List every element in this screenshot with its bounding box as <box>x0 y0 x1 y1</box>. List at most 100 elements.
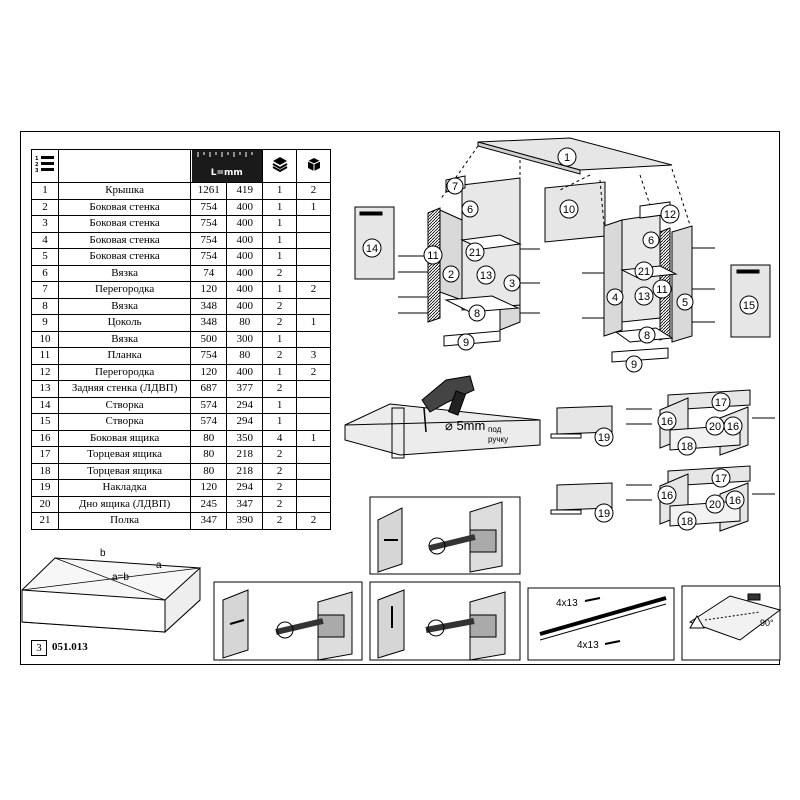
part-length: 348 <box>190 314 228 332</box>
svg-text:16: 16 <box>661 490 673 502</box>
svg-text:3: 3 <box>35 168 39 174</box>
callout-13-right: 13 <box>634 286 654 306</box>
part-name: Боковая стенка <box>57 198 192 216</box>
exploded-assembly-diagram <box>354 137 771 363</box>
layers-icon <box>262 149 298 183</box>
callout-21-right: 21 <box>634 261 654 281</box>
ruler-icon: L=mm <box>190 149 264 183</box>
svg-text:2: 2 <box>448 269 454 281</box>
part-name: Задняя стенка (ЛДВП) <box>57 380 192 398</box>
part-group: 2 <box>296 512 331 530</box>
part-bottom-8 <box>444 295 520 313</box>
svg-text:13: 13 <box>638 291 650 303</box>
svg-text:10: 10 <box>563 204 575 216</box>
part-width: 300 <box>226 330 264 348</box>
part-name: Планка <box>57 347 192 365</box>
part-length: 687 <box>190 380 228 398</box>
svg-text:20: 20 <box>709 499 721 511</box>
drawer-assembly-diagrams: 17 16 20 16 18 17 16 20 16 18 <box>626 389 775 532</box>
svg-text:7: 7 <box>452 181 458 193</box>
part-length: 754 <box>190 231 228 249</box>
part-qty: 2 <box>262 512 298 530</box>
screw-icon <box>584 597 601 602</box>
part-width: 400 <box>226 297 264 315</box>
callout-15: 15 <box>739 295 759 315</box>
svg-text:17: 17 <box>715 397 727 409</box>
hinge-depth-adjust-panel <box>369 496 521 575</box>
diag-label-eq: a=b <box>112 572 129 583</box>
callout-14: 14 <box>362 238 382 258</box>
callout-17-bottom: 17 <box>711 468 731 488</box>
svg-text:9: 9 <box>463 337 469 349</box>
angle-label: 90° <box>760 618 774 628</box>
part-width: 400 <box>226 198 264 216</box>
dims-label: L=mm <box>210 168 243 178</box>
callout-6-left: 6 <box>461 200 479 218</box>
svg-text:11: 11 <box>656 284 667 296</box>
part-width: 218 <box>226 462 264 480</box>
callout-6-right: 6 <box>642 231 660 249</box>
callout-18-bottom: 18 <box>677 511 697 531</box>
hinge-height-adjust-panel <box>369 581 521 661</box>
svg-text:12: 12 <box>664 209 676 221</box>
part-width: 294 <box>226 396 264 414</box>
part-length: 1261 <box>190 182 228 200</box>
part-side-wall-2 <box>439 209 463 301</box>
diagonal-check-diagram: b a a=b <box>21 548 201 634</box>
svg-text:8: 8 <box>644 330 650 342</box>
callout-3: 3 <box>503 274 521 292</box>
svg-text:16: 16 <box>661 416 673 428</box>
part-number-callouts: 1 7 6 10 12 6 14 11 21 2 13 3 8 9 21 11 … <box>362 147 759 373</box>
callout-5: 5 <box>676 293 694 311</box>
callout-17-top: 17 <box>711 392 731 412</box>
callout-8-left: 8 <box>468 304 486 322</box>
handle-mount-diagrams: 19 19 <box>550 405 614 523</box>
svg-text:15: 15 <box>743 300 755 312</box>
drill-icon <box>421 375 475 413</box>
instruction-sheet-frame <box>20 131 780 665</box>
svg-text:19: 19 <box>598 508 610 520</box>
svg-text:1: 1 <box>564 152 570 164</box>
callout-19-top: 19 <box>594 427 614 447</box>
diag-label-a: a <box>156 560 162 571</box>
part-side-wall-5 <box>671 225 693 343</box>
part-plinth-9-right <box>611 347 669 363</box>
svg-text:6: 6 <box>467 204 473 216</box>
callout-9-left: 9 <box>457 333 475 351</box>
callout-11-left: 11 <box>423 245 443 265</box>
box-icon <box>296 149 331 183</box>
callout-4: 4 <box>606 288 624 306</box>
screw-label-1: 4x13 <box>556 598 578 609</box>
svg-text:20: 20 <box>709 421 721 433</box>
svg-text:11: 11 <box>427 250 438 262</box>
svg-text:9: 9 <box>631 359 637 371</box>
name-column-header <box>57 149 192 183</box>
hammer-icon <box>747 593 761 601</box>
callout-13-left: 13 <box>476 265 496 285</box>
callout-18-top: 18 <box>677 436 697 456</box>
drill-note-1: под <box>488 425 502 434</box>
svg-text:5: 5 <box>682 297 688 309</box>
svg-text:16: 16 <box>727 421 739 433</box>
svg-text:18: 18 <box>681 516 693 528</box>
callout-1: 1 <box>557 147 577 167</box>
drill-note-2: ручку <box>488 435 508 444</box>
document-code: 051.013 <box>52 641 88 653</box>
diag-label-b: b <box>100 548 106 559</box>
drill-size-label: ⌀ 5mm <box>445 418 485 433</box>
svg-text:21: 21 <box>469 247 481 259</box>
hinge-side-adjust-panel <box>213 581 363 661</box>
callout-16-bottom-left: 16 <box>657 485 677 505</box>
svg-text:1: 1 <box>35 156 39 162</box>
warning-icon <box>689 615 705 629</box>
svg-text:4: 4 <box>612 292 618 304</box>
